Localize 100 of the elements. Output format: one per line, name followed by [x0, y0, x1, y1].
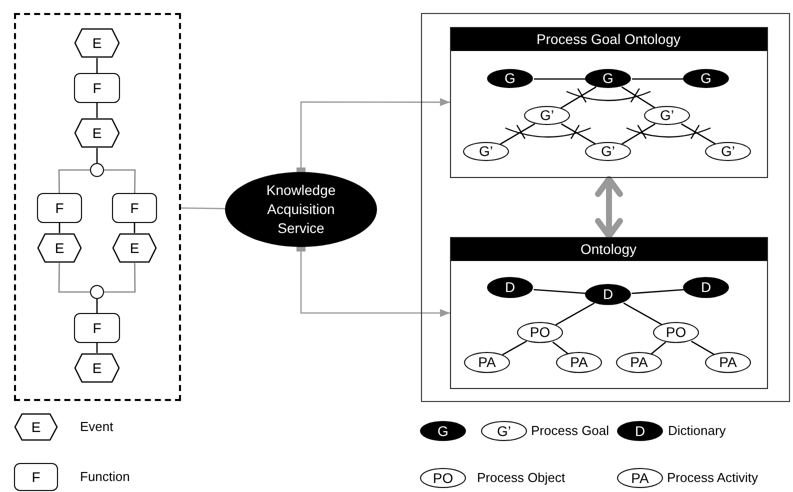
node-label: F — [92, 321, 102, 335]
concept-ellipse — [517, 322, 563, 342]
connector-circle — [90, 163, 104, 177]
function-box — [74, 73, 120, 103]
node-label: G — [504, 71, 516, 85]
connector-line — [500, 123, 536, 145]
legend-text: Function — [80, 469, 130, 485]
node-label: F — [92, 81, 102, 95]
connector-line — [134, 223, 136, 233]
event-hexagon — [74, 28, 120, 58]
node-label: G’ — [540, 108, 554, 122]
repository-frame — [421, 13, 790, 402]
connector-line — [96, 148, 98, 163]
panel-header: Process Goal Ontology — [450, 28, 766, 50]
function-box — [37, 193, 82, 223]
concept-ellipse — [487, 68, 533, 88]
legend-text: Process Object — [477, 470, 566, 486]
concept-ellipse — [585, 284, 631, 304]
concept-ellipse — [705, 352, 751, 372]
concept-ellipse — [585, 142, 631, 160]
node-label: E — [54, 241, 64, 255]
connector-line — [560, 86, 596, 109]
connector-line — [58, 169, 90, 193]
connector-line — [58, 263, 90, 293]
node-label: D — [504, 280, 516, 294]
connector-line — [96, 103, 98, 118]
legend-outline-ellipse: PA — [617, 468, 663, 488]
connector-line — [622, 123, 656, 145]
legend-symbol-label: E — [31, 420, 41, 434]
function-box — [112, 193, 157, 223]
concept-ellipse — [487, 276, 533, 298]
connector-line — [58, 223, 60, 233]
connector-line — [621, 86, 656, 109]
node-label: D — [602, 287, 614, 301]
connector-line — [552, 341, 569, 355]
connector-line — [690, 340, 716, 356]
legend-outline-ellipse: G’ — [481, 421, 527, 441]
legend-text: Process Activity — [667, 470, 758, 486]
event-hexagon — [37, 233, 82, 263]
concept-ellipse — [705, 142, 751, 160]
connector-line — [104, 263, 136, 293]
node-label: F — [130, 201, 139, 215]
node-label: E — [92, 36, 102, 50]
connector-line — [534, 288, 586, 294]
legend-function-symbol: F — [14, 463, 58, 491]
concept-ellipse — [463, 142, 509, 160]
node-label: E — [130, 241, 140, 255]
legend-text: Process Goal — [531, 423, 610, 439]
concept-ellipse — [556, 352, 602, 372]
panel-header: Ontology — [450, 238, 766, 260]
concept-ellipse — [644, 106, 690, 124]
connector-line — [502, 340, 527, 356]
arrow — [595, 176, 623, 239]
connector-line — [96, 58, 98, 73]
node-label: G — [602, 71, 614, 85]
concept-ellipse — [616, 352, 662, 372]
event-hexagon — [74, 353, 120, 383]
legend-filled-ellipse: D — [617, 421, 663, 441]
node-label: PA — [719, 355, 737, 369]
node-label: G’ — [601, 144, 615, 158]
node-label: D — [700, 280, 712, 294]
connector-line — [96, 299, 98, 313]
concept-ellipse — [683, 68, 729, 88]
ontology-panel — [450, 26, 768, 178]
connector-line — [104, 169, 136, 193]
node-label: PO — [666, 325, 686, 339]
connector-line — [632, 288, 684, 294]
connector-line — [534, 78, 586, 80]
node-label: G — [700, 71, 712, 85]
node-label: PA — [630, 355, 648, 369]
connector-line — [181, 207, 225, 210]
process-chain-frame — [14, 13, 181, 401]
concept-ellipse — [464, 352, 510, 372]
connector-line — [650, 342, 666, 354]
connector-line — [680, 123, 716, 145]
connector-line — [632, 78, 684, 80]
node-label: Knowledge Acquisition Service — [265, 181, 337, 238]
node-label: G’ — [479, 144, 493, 158]
connector-line — [560, 123, 596, 145]
connector-circle — [90, 285, 104, 299]
node-label: PA — [570, 355, 588, 369]
concept-ellipse — [683, 276, 729, 298]
legend-outline-ellipse: PO — [420, 468, 466, 488]
concept-ellipse — [524, 106, 570, 124]
legend-text: Event — [80, 419, 114, 435]
concept-ellipse — [585, 68, 631, 88]
node-label: G’ — [660, 108, 674, 122]
function-box — [74, 313, 120, 343]
event-hexagon — [74, 118, 120, 148]
node-label: PO — [530, 325, 550, 339]
event-hexagon — [112, 233, 157, 263]
node-label: E — [92, 126, 102, 140]
node-label: E — [92, 361, 102, 375]
connector-line — [623, 302, 663, 326]
connector-line — [555, 302, 595, 326]
connector-line — [96, 343, 98, 353]
concept-ellipse — [653, 322, 699, 342]
ontology-panel — [450, 236, 768, 388]
node-label: G’ — [721, 144, 735, 158]
legend-text: Dictionary — [668, 423, 726, 439]
